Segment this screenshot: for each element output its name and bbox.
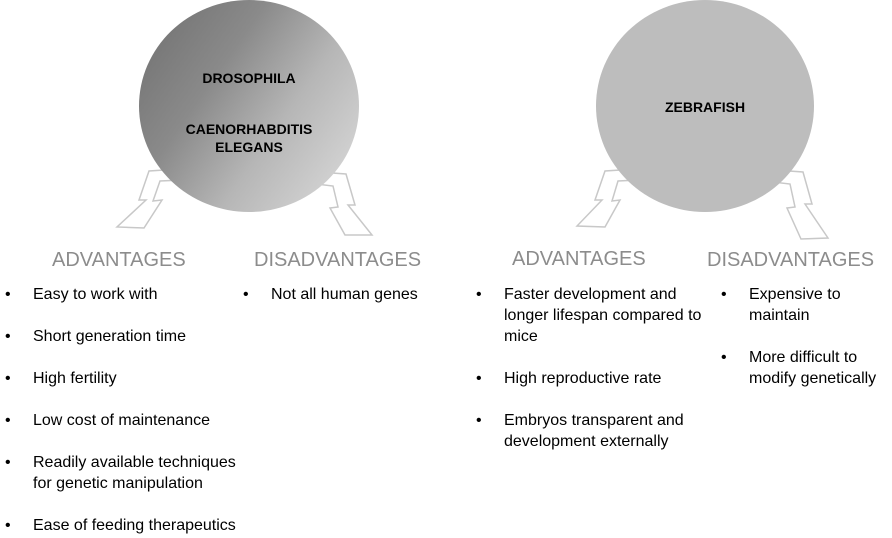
list-item-text: Expensive to maintain (749, 286, 841, 324)
bullet-icon: • (5, 454, 11, 471)
list-item-text: High fertility (33, 370, 117, 387)
list-item-text: Ease of feeding therapeutics (33, 517, 236, 534)
list-item-text: Not all human genes (271, 286, 418, 303)
list-item: • High fertility (5, 368, 255, 389)
right-disadvantages-heading: DISADVANTAGES (707, 249, 875, 271)
list-item-text: Easy to work with (33, 286, 158, 303)
left-disadvantages-heading: DISADVANTAGES (254, 249, 422, 271)
list-item: • High reproductive rate (476, 368, 706, 389)
list-item-text: Short generation time (33, 328, 186, 345)
list-item: • More difficult to modify genetically (721, 347, 889, 389)
bullet-icon: • (5, 517, 11, 534)
list-item: • Expensive to maintain (721, 284, 879, 326)
bullet-icon: • (721, 286, 727, 303)
list-item: • Faster development and longer lifespan … (476, 284, 706, 347)
list-item-text: High reproductive rate (504, 370, 662, 387)
bullet-icon: • (5, 328, 11, 345)
circle-label-caenorhabditis: CAENORHABDITIS (185, 121, 313, 137)
left-advantages-list: • Easy to work with • Short generation tim… (5, 284, 255, 536)
bullet-icon: • (5, 370, 11, 387)
arrow-left-advantages-icon (115, 168, 183, 229)
list-item-text: Faster development and longer lifespan c… (504, 286, 702, 345)
right-disadvantages-list: • Expensive to maintain • More difficult t… (721, 284, 889, 389)
list-item: • Not all human genes (243, 284, 463, 305)
circle-label-drosophila: DROSOPHILA (202, 70, 296, 86)
bullet-icon: • (476, 412, 482, 429)
list-item-text: More difficult to modify genetically (749, 349, 877, 387)
list-item: • Embryos transparent and development ext… (476, 410, 706, 452)
left-advantages-heading: ADVANTAGES (52, 249, 186, 271)
arrow-left-disadvantages-icon (315, 171, 374, 236)
list-item-text: Readily available techniques for genetic… (33, 454, 236, 492)
arrow-right-advantages-icon (575, 168, 639, 228)
left-disadvantages-list: • Not all human genes (243, 284, 463, 305)
bullet-icon: • (5, 412, 11, 429)
list-item-text: Low cost of maintenance (33, 412, 210, 429)
bullet-icon: • (476, 370, 482, 387)
circle-label-elegans: ELEGANS (215, 139, 283, 155)
list-item: • Short generation time (5, 326, 255, 347)
list-item: • Ease of feeding therapeutics (5, 515, 255, 536)
right-advantages-heading: ADVANTAGES (512, 248, 646, 270)
bullet-icon: • (243, 286, 249, 303)
list-item: • Easy to work with (5, 284, 255, 305)
circle-label-zebrafish: ZEBRAFISH (664, 99, 746, 115)
bullet-icon: • (476, 286, 482, 303)
bullet-icon: • (5, 286, 11, 303)
bullet-icon: • (721, 349, 727, 366)
list-item-text: Embryos transparent and development exte… (504, 412, 684, 450)
list-item: • Readily available techniques for geneti… (5, 452, 258, 494)
organism-circle-zebrafish: ZEBRAFISH (596, 0, 814, 212)
arrow-right-disadvantages-icon (772, 169, 830, 240)
right-advantages-list: • Faster development and longer lifespan … (476, 284, 706, 452)
list-item: • Low cost of maintenance (5, 410, 255, 431)
organism-circle-drosophila-celegans: DROSOPHILA CAENORHABDITIS ELEGANS (139, 0, 359, 212)
